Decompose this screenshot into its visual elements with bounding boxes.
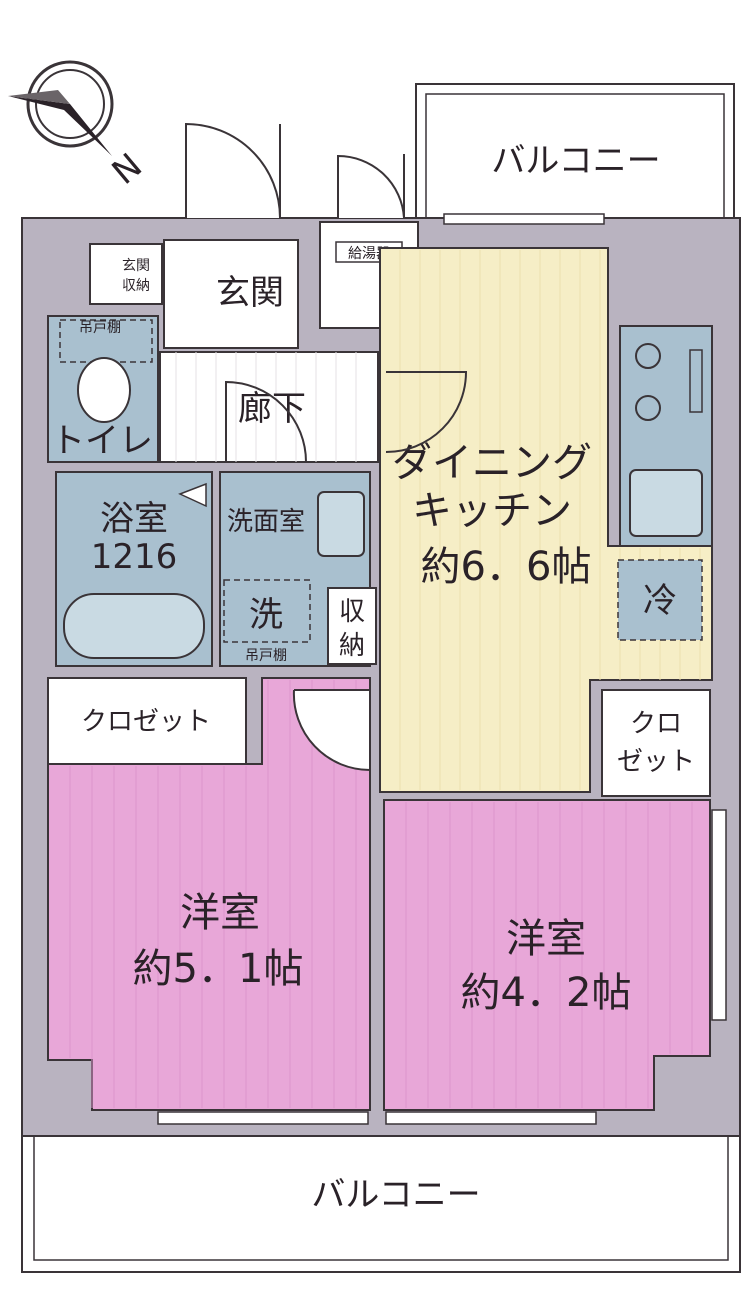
stove-burner-icon: [635, 343, 661, 369]
bathroom-label: 浴室: [100, 499, 168, 539]
toilet-room: 吊戸棚 トイレ: [47, 315, 159, 463]
dining-kitchen: ダイニング キッチン 約6．6帖: [379, 247, 713, 793]
svg-text:収: 収: [339, 597, 365, 627]
balcony-top: バルコニー: [415, 83, 735, 219]
toilet-cabinet-label: 吊戸棚: [79, 320, 121, 336]
closet-left-label: クロゼット: [81, 707, 211, 737]
svg-text:玄関: 玄関: [122, 257, 150, 274]
entrance-storage: 玄関 収納: [89, 243, 163, 305]
bathroom: 浴室 1216: [55, 471, 213, 667]
compass-icon: N: [8, 60, 150, 193]
western-room-left: 洋室 約5．1帖: [47, 677, 371, 1111]
closet-left: クロゼット: [47, 677, 247, 765]
fridge-label: 冷: [643, 581, 677, 621]
svg-text:ゼット: ゼット: [617, 747, 695, 777]
closet-right: クロ ゼット: [601, 689, 711, 797]
entrance: 玄関: [163, 122, 299, 349]
balcony-bottom-label: バルコニー: [311, 1175, 480, 1215]
washroom-label: 洗面室: [227, 507, 305, 537]
wash-basin: [317, 491, 365, 557]
toilet-bowl: [77, 357, 131, 423]
bathtub: [63, 593, 205, 659]
svg-text:納: 納: [339, 631, 365, 661]
western-room-right-size: 約4．2帖: [461, 970, 632, 1016]
hallway: 廊下: [159, 351, 379, 463]
compass-north-label: N: [105, 146, 150, 193]
svg-text:収納: 収納: [122, 278, 150, 294]
balcony-bottom: バルコニー: [21, 1135, 741, 1273]
storage-closet: 収 納: [327, 587, 377, 665]
western-room-right-label: 洋室: [506, 916, 586, 962]
western-room-right: 洋室 約4．2帖: [383, 799, 711, 1111]
western-room-left-size: 約5．1帖: [133, 946, 304, 992]
western-room-left-label: 洋室: [180, 890, 260, 936]
svg-text:クロ: クロ: [630, 709, 682, 739]
fridge-space: 冷: [617, 559, 703, 641]
bathroom-size: 1216: [91, 537, 178, 577]
window: [157, 213, 727, 1125]
kitchen-counter: [619, 325, 713, 547]
stove-burner-icon: [635, 395, 661, 421]
dining-kitchen-size: 約6．6帖: [421, 544, 592, 590]
balcony-top-label: バルコニー: [491, 141, 660, 181]
toilet-label: トイレ: [51, 421, 153, 461]
washroom-cabinet-label: 吊戸棚: [245, 648, 287, 664]
dining-kitchen-label-1: ダイニング: [392, 440, 592, 486]
entrance-label: 玄関: [216, 273, 284, 313]
washing-machine-label: 洗: [249, 595, 283, 635]
washing-machine-space: [223, 579, 311, 643]
dining-kitchen-label-2: キッチン: [412, 488, 572, 534]
kitchen-sink: [629, 469, 703, 537]
